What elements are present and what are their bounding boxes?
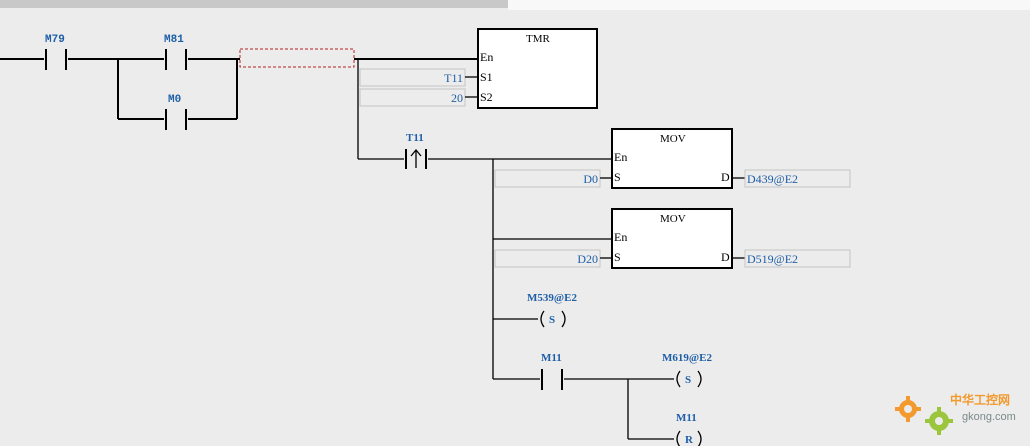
mov2-pin-en: En (614, 230, 627, 244)
mov1-s-field[interactable]: D0 (494, 169, 612, 188)
contact-label: M81 (164, 34, 184, 46)
tmr-pin-s1: S1 (480, 70, 493, 84)
contact-m11[interactable]: M11 (541, 352, 563, 390)
mov1-d-field[interactable]: D439@E2 (732, 169, 851, 188)
coil-label: M619@E2 (662, 352, 712, 364)
coil-m539-set[interactable]: M539@E2 S (527, 292, 577, 328)
contact-label: M0 (168, 94, 181, 106)
mov1-d-value: D439@E2 (747, 172, 798, 186)
mov2-title: MOV (660, 213, 686, 225)
watermark-logo: 中华工控网 gkong.com (895, 392, 1016, 435)
contact-label: M79 (45, 34, 65, 46)
mov1-pin-en: En (614, 150, 627, 164)
main-rung-wires (0, 58, 478, 120)
contact-m81[interactable]: M81 (164, 34, 187, 70)
coil-m619-set[interactable]: M619@E2 S (662, 352, 712, 388)
tmr-title: TMR (526, 33, 551, 45)
mov2-s-value: D20 (577, 252, 598, 266)
mov1-s-value: D0 (583, 172, 598, 186)
mov2-pin-s: S (614, 250, 621, 264)
tmr-s1-field[interactable]: T11 (359, 68, 478, 87)
tmr-s2-field[interactable]: 20 (359, 88, 478, 107)
tmr-block[interactable]: TMR En S1 S2 (477, 28, 598, 109)
contact-m79[interactable]: M79 (45, 34, 67, 70)
mov1-pin-s: S (614, 170, 621, 184)
contact-label: M11 (541, 352, 562, 364)
contact-label: T11 (406, 132, 424, 144)
tmr-s2-value: 20 (451, 91, 463, 105)
mov1-title: MOV (660, 133, 686, 145)
mov2-s-field[interactable]: D20 (494, 249, 612, 268)
watermark-domain: gkong.com (962, 411, 1016, 423)
contact-m0[interactable]: M0 (165, 94, 187, 130)
contact-t11-rising-edge[interactable]: T11 (405, 132, 427, 169)
mov2-pin-d: D (721, 250, 730, 264)
tmr-pin-en: En (480, 50, 493, 64)
mov-block-1[interactable]: MOV En S D (611, 128, 733, 189)
tmr-pin-s2: S2 (480, 90, 493, 104)
coil-type: S (685, 374, 691, 386)
coil-label: M11 (676, 412, 697, 424)
output-branch-wires (357, 59, 674, 440)
mov-block-2[interactable]: MOV En S D (611, 208, 733, 269)
mov2-d-value: D519@E2 (747, 252, 798, 266)
coil-label: M539@E2 (527, 292, 577, 304)
coil-type: R (685, 434, 694, 446)
green-gear-icon (925, 407, 953, 435)
mov1-pin-d: D (721, 170, 730, 184)
watermark-brand: 中华工控网 (950, 392, 1010, 407)
horizontal-scrollbar[interactable] (0, 0, 508, 8)
canvas-top-strip (508, 0, 1030, 10)
coil-type: S (549, 314, 555, 326)
mov2-d-field[interactable]: D519@E2 (732, 249, 851, 268)
selection-cursor[interactable] (239, 48, 355, 68)
tmr-s1-value: T11 (444, 71, 463, 85)
orange-gear-icon (895, 396, 921, 422)
coil-m11-reset[interactable]: M11 R (676, 412, 702, 446)
